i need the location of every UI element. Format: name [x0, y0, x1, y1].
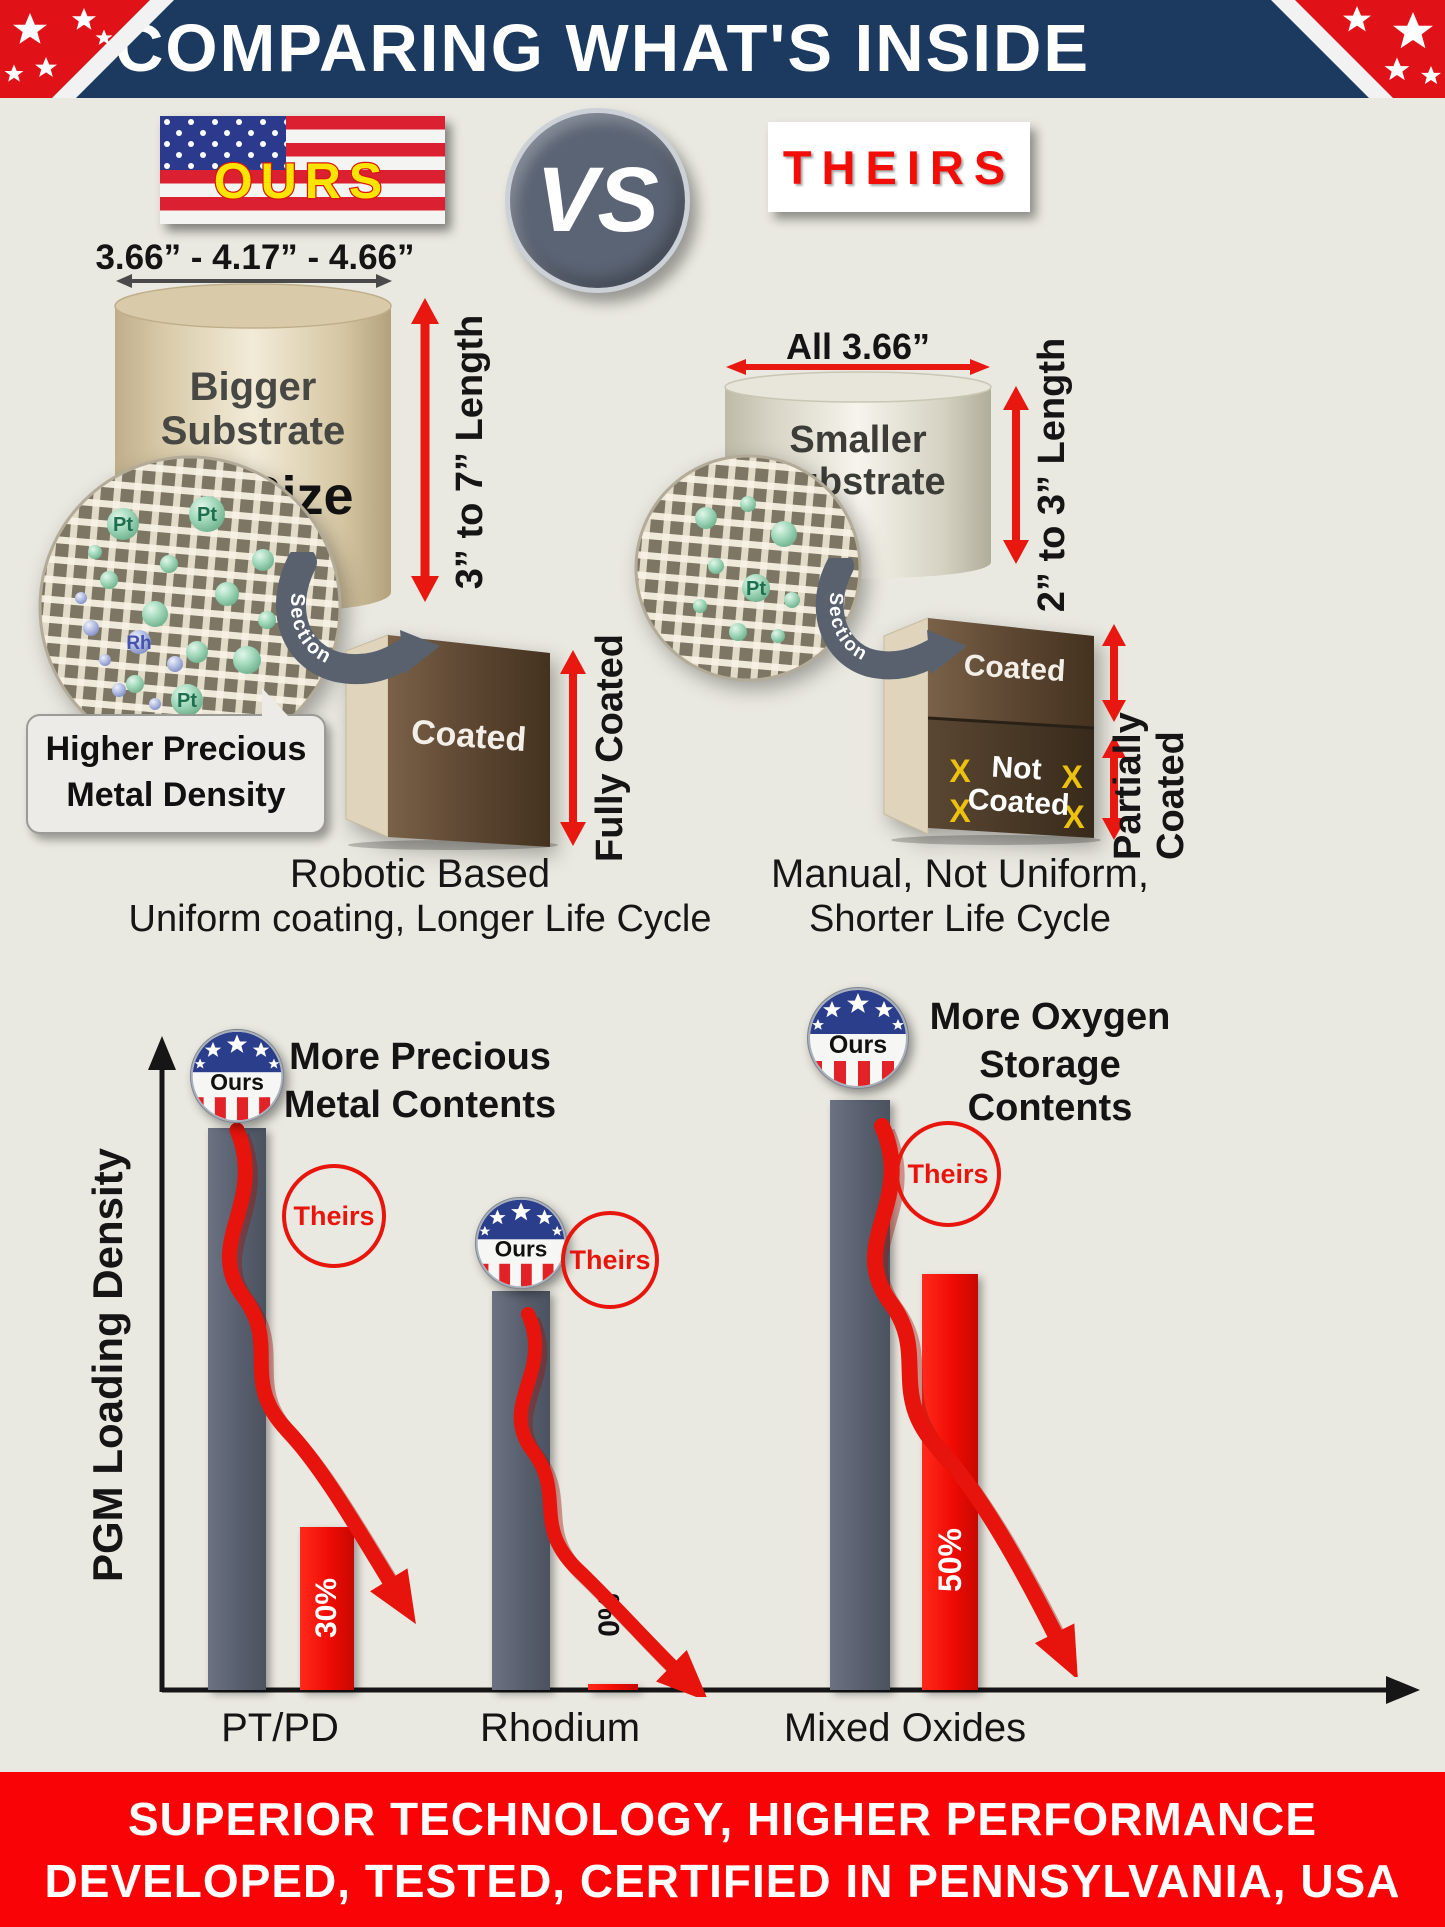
- vs-badge: VS: [505, 108, 690, 293]
- corner-flag-decoration-left: [0, 0, 174, 98]
- corner-flag-decoration-right: [1271, 0, 1445, 98]
- footer-line1: SUPERIOR TECHNOLOGY, HIGHER PERFORMANCE: [127, 1792, 1318, 1845]
- vs-label: VS: [536, 149, 659, 251]
- bar-theirs-rhodium: [588, 1684, 638, 1690]
- corner-white-stripe: [1271, 0, 1393, 98]
- theirs-label: THEIRS: [782, 140, 1016, 194]
- ours-caption-line2: Uniform coating, Longer Life Cycle: [128, 898, 712, 940]
- theirs-substrate-line1: Smaller: [789, 419, 927, 461]
- us-flag-icon: OURS: [160, 116, 445, 224]
- x-mark-icon: X X X X: [949, 753, 1085, 835]
- callout-line1: Higher Precious: [45, 730, 307, 768]
- partially-coated-arrow-top-icon: [1102, 624, 1126, 722]
- x-axis-arrowhead-icon: [1386, 1676, 1420, 1704]
- y-axis-label: PGM Loading Density: [84, 1147, 131, 1583]
- theirs-circle-label: Theirs: [907, 1158, 989, 1189]
- ours-diameter-label: 3.66” - 4.17” - 4.66”: [95, 238, 415, 277]
- theirs-caption-line1: Manual, Not Uniform,: [771, 852, 1149, 896]
- annotation-precious-line2: Metal Contents: [283, 1084, 557, 1126]
- header-bar: [0, 0, 1445, 98]
- ours-flag-badge: OURS: [160, 116, 445, 224]
- ours-badge-title: OURS: [214, 153, 390, 209]
- section-arrow-icon: Section: [276, 552, 440, 685]
- category-label-rhodium: Rhodium: [479, 1706, 641, 1750]
- ours-section-label: Section: [286, 592, 334, 668]
- pt-label: Pt: [197, 504, 217, 526]
- annotation-oxygen-line2: Storage Contents: [967, 1044, 1133, 1129]
- svg-text:X: X: [1063, 799, 1085, 835]
- ours-roundel-icon: [474, 1196, 568, 1290]
- ours-roundel-icon: [189, 1028, 285, 1124]
- theirs-substrate-closeup: Pt: [634, 454, 862, 682]
- ours-length-label: 3” to 7” Length: [448, 314, 491, 590]
- precious-metal-particles: [693, 496, 800, 643]
- decline-arrow-icon: [866, 1118, 1078, 1677]
- ours-block-label: Coated: [410, 713, 528, 759]
- category-label-ptpd: PT/PD: [221, 1706, 339, 1750]
- partially-coated-arrow-bottom-icon: [1102, 736, 1126, 840]
- theirs-circle-label: Theirs: [293, 1200, 375, 1231]
- ours-length-arrow-icon: [411, 298, 439, 602]
- decline-arrow-icon: [221, 1122, 416, 1625]
- svg-text:Section: Section: [824, 592, 871, 666]
- partially-coated-label: Partially Coated: [1107, 712, 1192, 860]
- y-axis-arrowhead-icon: [148, 1036, 176, 1070]
- theirs-section-label: Section: [824, 592, 869, 666]
- page-title: COMPARING WHAT'S INSIDE: [114, 11, 1091, 86]
- pt-label: Pt: [113, 514, 133, 536]
- annotation-precious-line1: More Precious: [289, 1036, 551, 1078]
- footer-line2: DEVELOPED, TESTED, CERTIFIED IN PENNSYLV…: [44, 1854, 1401, 1907]
- theirs-circle-badge: Theirs: [282, 1164, 386, 1268]
- theirs-block-coated-label: Coated: [963, 649, 1067, 688]
- ours-substrate-line1: Bigger: [190, 365, 317, 409]
- theirs-badge: THEIRS: [768, 122, 1030, 212]
- theirs-caption-line2: Shorter Life Cycle: [808, 898, 1111, 940]
- theirs-block-not-coated-line1: Not: [991, 751, 1043, 787]
- section-arrow-icon: Section: [815, 558, 967, 680]
- theirs-circle-badge: Theirs: [895, 1121, 1001, 1227]
- theirs-circle-label: Theirs: [569, 1244, 651, 1275]
- svg-text:X: X: [949, 753, 971, 789]
- higher-density-callout: Higher Precious Metal Density: [26, 688, 326, 834]
- ours-diameter-arrow-icon: [116, 274, 392, 288]
- theirs-length-label: 2” to 3” Length: [1030, 337, 1073, 613]
- ours-substrate-closeup: Pt Pt Pt Rh: [38, 455, 342, 759]
- theirs-diameter-arrow-icon: [726, 359, 990, 375]
- corner-red-triangle: [0, 0, 150, 98]
- callout-line2: Metal Density: [66, 776, 286, 814]
- svg-text:X: X: [949, 793, 971, 829]
- ours-roundel-icon: [806, 986, 910, 1090]
- ours-caption-line1: Robotic Based: [289, 852, 551, 896]
- corner-red-triangle: [1295, 0, 1445, 98]
- corner-white-stripe: [52, 0, 174, 98]
- theirs-circle-badge: Theirs: [561, 1211, 659, 1309]
- chart-axes: [148, 1036, 1420, 1704]
- precious-metal-particles: [75, 496, 292, 716]
- theirs-block-not-coated-line2: Coated: [967, 783, 1071, 822]
- svg-text:Section: Section: [286, 592, 336, 668]
- bar-theirs-ptpd: [300, 1527, 354, 1690]
- ours-substrate-line2: Substrate: [161, 409, 346, 453]
- annotation-oxygen-line1: More Oxygen: [929, 996, 1171, 1038]
- footer-banner: SUPERIOR TECHNOLOGY, HIGHER PERFORMANCE …: [0, 1772, 1445, 1927]
- theirs-diameter-label: All 3.66”: [785, 326, 931, 367]
- fully-coated-arrow-icon: [560, 650, 586, 846]
- rh-label: Rh: [126, 633, 151, 654]
- fully-coated-label: Fully Coated: [588, 633, 631, 863]
- ours-coated-block: Coated: [345, 634, 558, 850]
- decline-arrow-icon: [513, 1307, 707, 1697]
- pt-label: Pt: [177, 690, 197, 712]
- category-label-mixed-oxides: Mixed Oxides: [783, 1706, 1027, 1750]
- svg-text:X: X: [1061, 759, 1083, 795]
- pt-label: Pt: [746, 578, 766, 600]
- theirs-length-arrow-icon: [1003, 386, 1029, 564]
